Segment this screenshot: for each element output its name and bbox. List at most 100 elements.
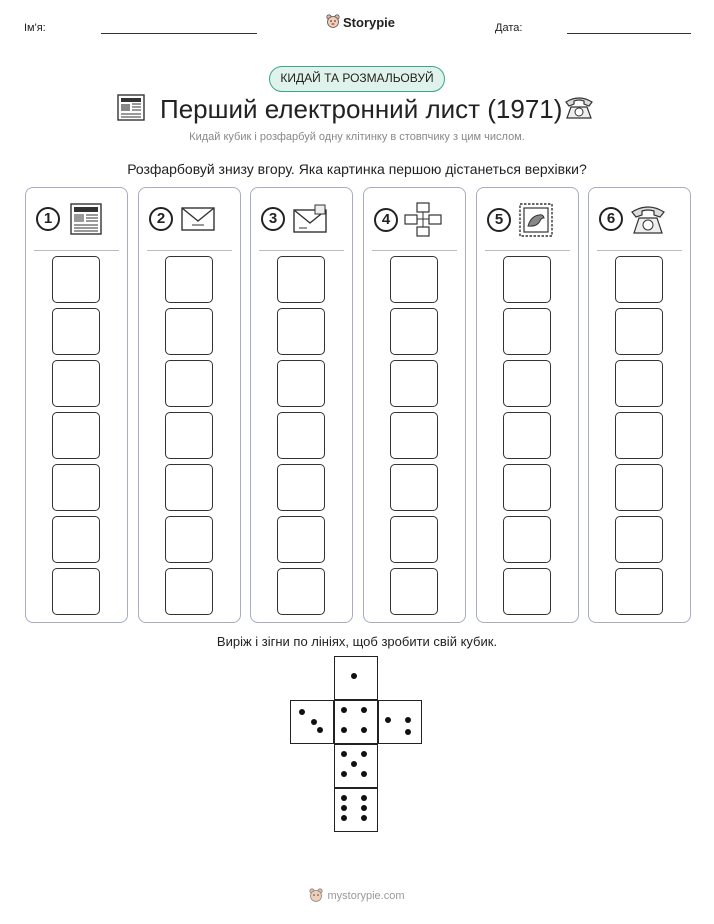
color-cell[interactable] [390, 516, 438, 563]
color-cell[interactable] [277, 516, 325, 563]
brand-name: Storypie [343, 14, 396, 30]
color-cell[interactable] [165, 464, 213, 511]
die-pip [341, 707, 347, 713]
color-cell[interactable] [165, 256, 213, 303]
color-cell[interactable] [165, 308, 213, 355]
footer: mystorypie.com [0, 888, 714, 904]
die-pip [361, 727, 367, 733]
color-cell[interactable] [615, 256, 663, 303]
die-pip [341, 815, 347, 821]
footer-url[interactable]: mystorypie.com [327, 890, 405, 902]
color-cell[interactable] [503, 464, 551, 511]
die-face-2 [290, 700, 334, 744]
color-cell[interactable] [277, 256, 325, 303]
color-cell[interactable] [52, 516, 100, 563]
die-pip [385, 717, 391, 723]
column-6: 6 [588, 187, 691, 623]
die-pip [361, 751, 367, 757]
color-cell[interactable] [615, 464, 663, 511]
date-line[interactable] [567, 33, 691, 34]
color-cell[interactable] [165, 360, 213, 407]
color-cell[interactable] [390, 360, 438, 407]
color-cell[interactable] [52, 308, 100, 355]
color-cell[interactable] [615, 412, 663, 459]
die-pip [361, 815, 367, 821]
die-pip [351, 761, 357, 767]
postage-stamp-icon [519, 203, 553, 237]
color-cell[interactable] [615, 360, 663, 407]
column-5: 5 [476, 187, 579, 623]
telephone-icon [565, 97, 593, 119]
color-cell[interactable] [503, 360, 551, 407]
color-cell[interactable] [503, 412, 551, 459]
name-line[interactable] [101, 33, 257, 34]
die-face-4 [334, 700, 378, 744]
bear-mascot-icon [326, 14, 340, 28]
column-number: 1 [36, 207, 60, 231]
subtitle: Кидай кубик і розфарбуй одну клітинку в … [189, 131, 525, 143]
die-pip [341, 727, 347, 733]
color-cell[interactable] [615, 516, 663, 563]
color-cell[interactable] [390, 412, 438, 459]
die-pip [341, 771, 347, 777]
die-pip [351, 673, 357, 679]
color-cell[interactable] [503, 516, 551, 563]
die-pip [341, 751, 347, 757]
color-cell[interactable] [165, 412, 213, 459]
die-face-5 [334, 744, 378, 788]
cut-instruction: Виріж і зігни по лініях, щоб зробити сві… [216, 634, 498, 649]
page-title: Перший електронний лист (1971) [160, 94, 563, 124]
die-pip [299, 709, 305, 715]
color-cell[interactable] [390, 568, 438, 615]
die-face-6 [334, 788, 378, 832]
color-cell[interactable] [165, 516, 213, 563]
die-pip [361, 707, 367, 713]
color-cell[interactable] [390, 308, 438, 355]
column-1: 1 [25, 187, 128, 623]
column-2: 2 [138, 187, 241, 623]
die-pip [405, 729, 411, 735]
column-number: 5 [487, 208, 511, 232]
color-cell[interactable] [615, 568, 663, 615]
die-pip [341, 805, 347, 811]
column-number: 2 [149, 207, 173, 231]
envelope-icon [181, 207, 215, 231]
color-cell[interactable] [277, 412, 325, 459]
die-pip [311, 719, 317, 725]
bear-mascot-icon [309, 888, 324, 902]
die-pip [405, 717, 411, 723]
newspaper-icon [117, 94, 145, 121]
column-number: 3 [261, 207, 285, 231]
color-cell[interactable] [165, 568, 213, 615]
color-cell[interactable] [277, 464, 325, 511]
die-face-3 [378, 700, 422, 744]
computer-network-icon [404, 202, 442, 237]
color-cell[interactable] [52, 568, 100, 615]
color-cell[interactable] [390, 464, 438, 511]
die-face-1 [334, 656, 378, 700]
letter-envelope-icon [293, 204, 327, 233]
color-cell[interactable] [503, 568, 551, 615]
die-pip [361, 771, 367, 777]
color-cell[interactable] [390, 256, 438, 303]
color-cell[interactable] [503, 308, 551, 355]
die-pip [361, 795, 367, 801]
column-4: 4 [363, 187, 466, 623]
color-cell[interactable] [52, 360, 100, 407]
name-label: Ім'я: [24, 22, 46, 34]
newspaper-icon [70, 203, 102, 235]
color-cell[interactable] [52, 412, 100, 459]
column-number: 4 [374, 208, 398, 232]
color-cell[interactable] [615, 308, 663, 355]
color-cell[interactable] [277, 308, 325, 355]
color-cell[interactable] [52, 464, 100, 511]
telephone-icon [631, 206, 665, 234]
color-cell[interactable] [277, 360, 325, 407]
title-row: Перший електронний лист (1971) [0, 92, 714, 128]
color-cell[interactable] [503, 256, 551, 303]
storypie-logo: Storypie [326, 14, 395, 30]
date-label: Дата: [495, 22, 523, 34]
color-cell[interactable] [277, 568, 325, 615]
column-3: 3 [250, 187, 353, 623]
color-cell[interactable] [52, 256, 100, 303]
